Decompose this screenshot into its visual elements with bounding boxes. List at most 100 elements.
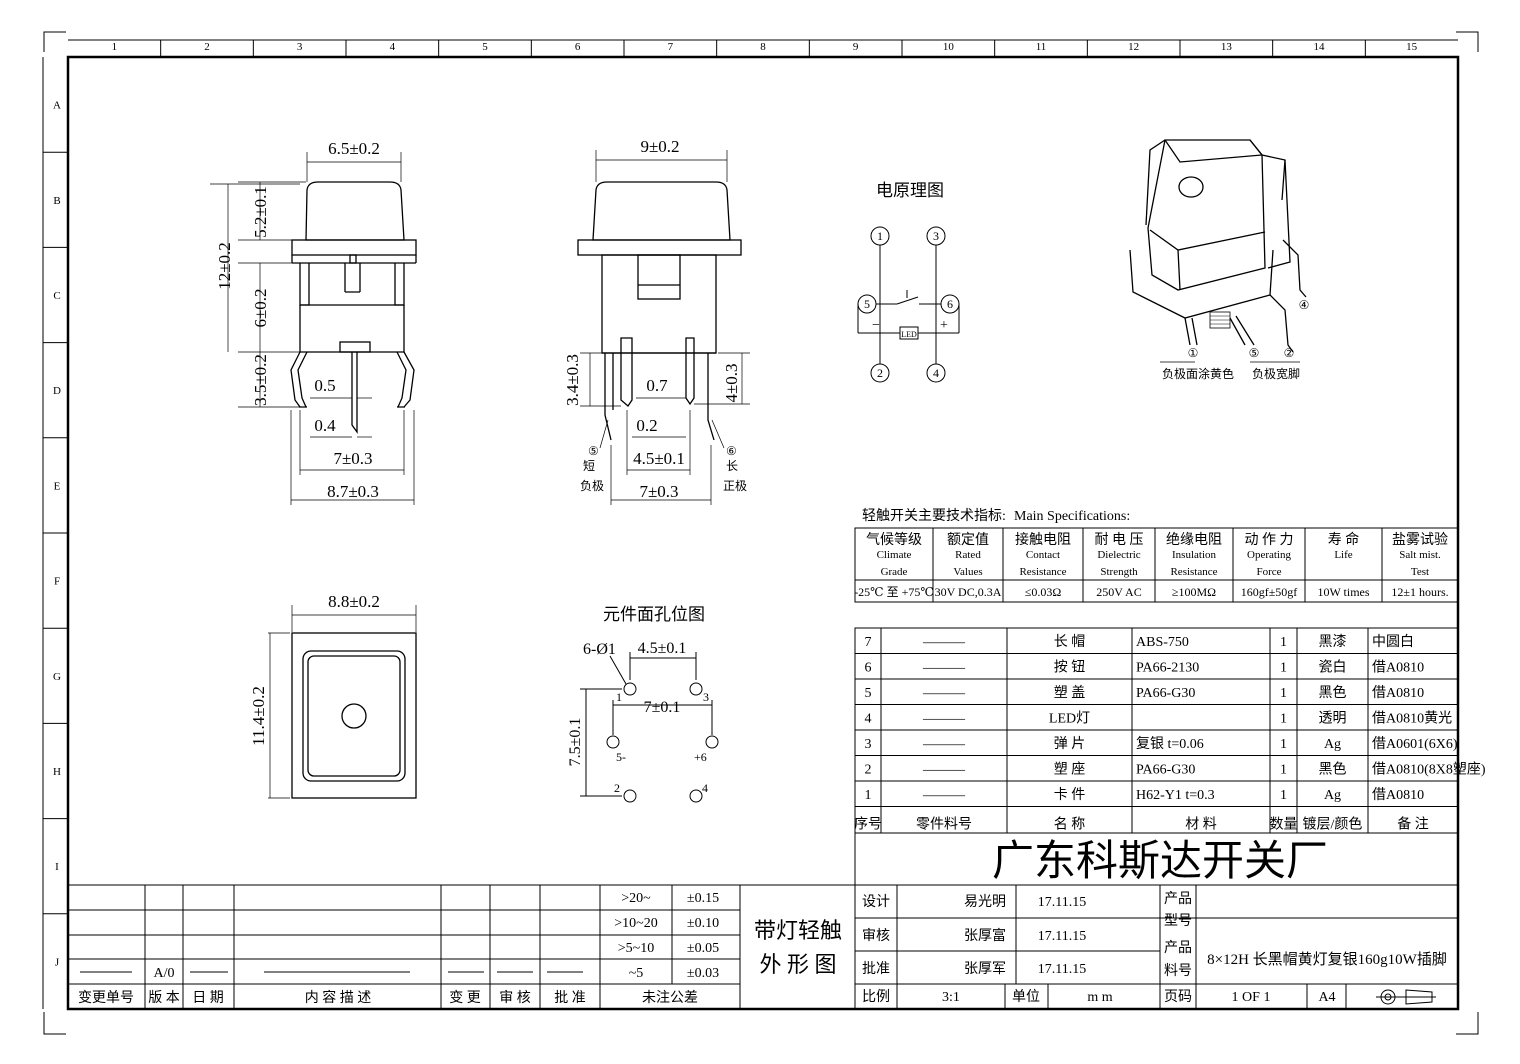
tol-value-3: ±0.05 [687, 941, 719, 956]
spec-value: 12±1 hours. [1391, 585, 1448, 599]
title-block-text: 广东科斯达开关厂 设计 易光明 17.11.15 审核 张厚富 17.11.15… [862, 838, 1447, 1005]
design-date: 17.11.15 [1038, 895, 1086, 910]
grid-col-label: 4 [390, 41, 396, 53]
spec-header-en: Life [1334, 549, 1352, 561]
pin-labels: ⑤ 短 负极 ⑥ 长 正极 [580, 444, 747, 493]
schematic-title: 电原理图 [876, 181, 944, 200]
grid-row-label: J [55, 956, 60, 968]
bom-cell-finish: Ag [1324, 737, 1341, 752]
grid-col-label: 3 [297, 41, 303, 53]
grid-row-label: F [54, 576, 60, 588]
bom-cell-no: 6 [865, 661, 872, 676]
dim-pin-left-height: 3.4±0.3 [563, 354, 582, 406]
grid-col-label: 15 [1406, 41, 1418, 53]
bom-cell-qty: 1 [1280, 763, 1287, 778]
bom-cell-no: 5 [865, 686, 872, 701]
spec-value: 10W times [1317, 585, 1369, 599]
pin5-label-short: 短 [583, 459, 595, 473]
pin5-label-negative: 负极 [580, 479, 604, 493]
check-date: 17.11.15 [1038, 929, 1086, 944]
dim-pin-right-height: 4±0.3 [722, 363, 741, 402]
dim-top-width-right: 9±0.2 [640, 137, 679, 156]
rev-block-lines [67, 884, 856, 1010]
bom-cell-material: H62-Y1 t=0.3 [1136, 788, 1215, 803]
dim-cap-height: 5.2±0.1 [251, 186, 270, 238]
bom-cell-qty: 1 [1280, 661, 1287, 676]
bom-header-name: 名 称 [1054, 817, 1086, 833]
approve-name: 张厚军 [964, 961, 1006, 977]
bom-cell-note: 中圆白 [1372, 634, 1414, 650]
schematic-pin-5: 5 [864, 297, 870, 311]
schematic-pin-6: 6 [947, 297, 953, 311]
grid-col-label: 2 [204, 41, 210, 53]
bom-cell-note: 借A0601(6X6) [1372, 736, 1458, 752]
schematic-pin-4: 4 [933, 366, 939, 380]
grid-row-label: D [53, 385, 61, 397]
bom-cell-qty: 1 [1280, 635, 1287, 650]
spec-value: 250V AC [1096, 585, 1141, 599]
rev-header-date: 日 期 [192, 990, 224, 1006]
footprint-labels: 元件面孔位图 6-Ø1 4.5±0.1 7±0.1 7.5±0.1 1 3 5-… [567, 605, 709, 795]
schematic-pin-3: 3 [933, 229, 939, 243]
rev-header-review: 审 核 [499, 990, 531, 1006]
rev-header-change-no: 变更单号 [78, 990, 134, 1006]
bom-cell-name: 塑 座 [1054, 762, 1086, 778]
bom-cell-no: 1 [865, 788, 872, 803]
bom-cell-qty: 1 [1280, 788, 1287, 803]
tol-range-2: >10~20 [614, 916, 657, 931]
bom-cell-finish: 瓷白 [1319, 660, 1347, 676]
spec-header-en: Test [1411, 566, 1429, 578]
unit-value: m m [1087, 990, 1112, 1005]
schematic-minus: − [872, 318, 880, 333]
grid-col-label: 9 [853, 41, 859, 53]
spec-header-en: Values [953, 566, 982, 578]
dim-top-view-width: 8.8±0.2 [328, 592, 380, 611]
rev-header-version: 版 本 [148, 990, 180, 1006]
bom-cell-material: PA66-G30 [1136, 686, 1195, 701]
bom-cell-no: 4 [865, 712, 872, 727]
spec-value: ≥100MΩ [1172, 585, 1216, 599]
side-view-left [290, 181, 417, 435]
grid-row-label: A [53, 100, 61, 112]
bom-cell-name: 长 帽 [1054, 634, 1086, 650]
tol-footer: 未注公差 [642, 990, 698, 1006]
grid-col-label: 1 [112, 41, 118, 53]
dim-pin-span-left: 7±0.3 [333, 449, 372, 468]
spec-header-cn: 动 作 力 [1245, 532, 1294, 548]
spec-header-en: Resistance [1019, 566, 1066, 578]
footprint-label-6: +6 [694, 750, 707, 764]
page-label: 页码 [1164, 989, 1192, 1005]
dim-pin-width: 0.5 [314, 376, 335, 395]
dim-body-height: 6±0.2 [251, 288, 270, 327]
bom-cell-finish: 黑漆 [1319, 634, 1347, 650]
iso-callout-2: ② [1284, 346, 1295, 360]
approve-date: 17.11.15 [1038, 962, 1086, 977]
dim-pin-width-right: 0.7 [646, 376, 668, 395]
bom-cell-qty: 1 [1280, 712, 1287, 727]
grid-row-label: G [53, 671, 61, 683]
grid-row-label: H [53, 766, 61, 778]
spec-header-en: Grade [881, 566, 908, 578]
dim-pin-height: 3.5±0.2 [251, 354, 270, 406]
bom-cell-name: 按 钮 [1054, 660, 1086, 676]
spec-header-en: Operating [1247, 549, 1291, 561]
side-view-left-dims [210, 152, 415, 505]
grid-row-label: E [54, 480, 61, 492]
iso-callout-4: ④ [1299, 298, 1310, 312]
projection-symbol-icon [1376, 989, 1436, 1005]
spec-header-en: Dielectric [1097, 549, 1140, 561]
footprint-label-2: 2 [614, 781, 620, 795]
bom-header-note: 备 注 [1397, 816, 1429, 833]
spec-title: 轻触开关主要技术指标: Main Specifications: [862, 508, 1130, 524]
bom-cell-name: 弹 片 [1054, 736, 1086, 752]
spec-value: 30V DC,0.3A [935, 585, 1002, 599]
bom-cell-material: PA66-G30 [1136, 763, 1195, 778]
grid-col-label: 5 [482, 41, 488, 53]
bom-cell-name: 卡 件 [1054, 787, 1086, 803]
isometric-labels: ① ⑤ ② ④ 负极面涂黄色 负极宽脚 [1160, 298, 1309, 381]
schematic-pin-1: 1 [877, 229, 883, 243]
bom-cell-part: ——— [922, 763, 966, 778]
dim-pin-span-right: 7±0.3 [639, 482, 678, 501]
design-name: 易光明 [964, 894, 1006, 910]
spec-header-en: Salt mist. [1399, 549, 1441, 561]
